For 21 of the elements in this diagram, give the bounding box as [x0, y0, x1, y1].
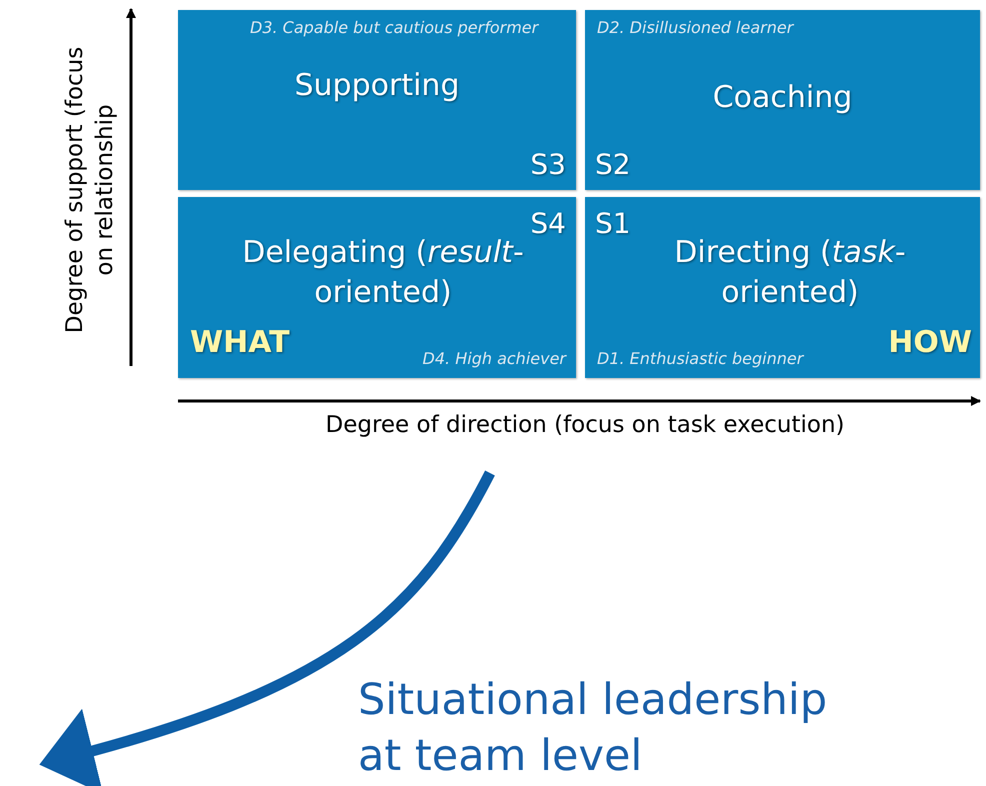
quadrant-subtitle: D1. Enthusiastic beginner [597, 349, 804, 368]
quadrant-subtitle: D3. Capable but cautious performer [250, 18, 538, 37]
quadrant-panel [178, 197, 576, 378]
style-code: S3 [530, 148, 566, 181]
axis-label: Degree of direction (focus on task execution) [324, 412, 846, 438]
quadrant-subtitle: D2. Disillusioned learner [597, 18, 794, 37]
axis-label: Degree of support (focus on relationship [61, 46, 119, 336]
style-code: S1 [595, 207, 631, 240]
quadrant-subtitle: D4. High achiever [422, 349, 566, 368]
style-code: S4 [530, 207, 566, 240]
caption-text: Situational leadership at team level [358, 674, 828, 783]
quadrant-title: Coaching [712, 79, 854, 117]
quadrant-title: Directing (task-oriented) [673, 234, 907, 312]
quadrant-panel [178, 10, 576, 190]
style-code: S2 [595, 148, 631, 181]
corner-keyword: WHAT [190, 325, 290, 360]
corner-keyword: HOW [888, 325, 972, 360]
quadrant-panel [585, 197, 980, 378]
quadrant-title: Delegating (result-oriented) [241, 234, 525, 312]
quadrant-panel [585, 10, 980, 190]
quadrant-title: Supporting [294, 67, 460, 105]
